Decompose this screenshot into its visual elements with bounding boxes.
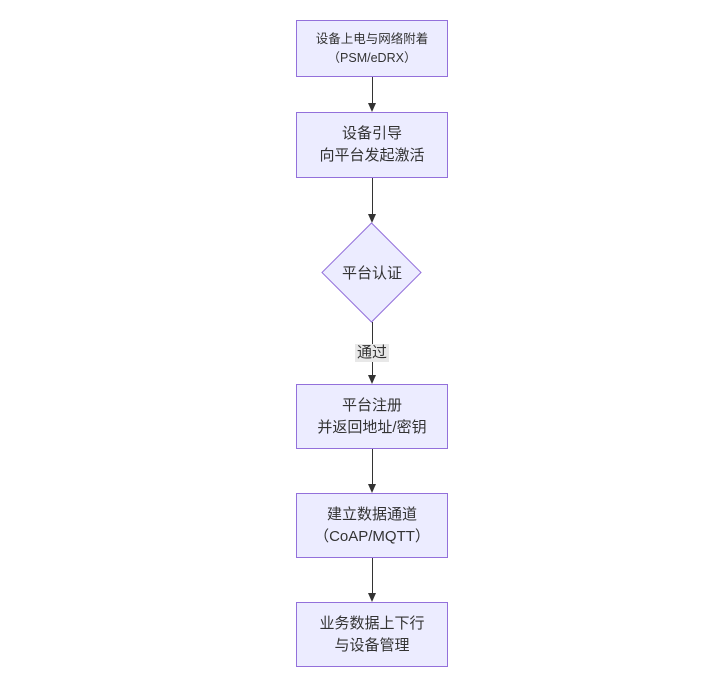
decision-platform-auth-label: 平台认证: [341, 265, 402, 282]
edge-d-e-arrowhead-icon: [368, 484, 376, 493]
edge-a-b-line: [372, 77, 373, 104]
edge-c-d-arrowhead-icon: [368, 375, 376, 384]
node-data-channel: 建立数据通道 （CoAP/MQTT）: [296, 493, 448, 558]
node-power-network-attach-line2: （PSM/eDRX）: [327, 50, 417, 65]
edge-label-pass: 通过: [354, 344, 390, 362]
node-business-data: 业务数据上下行 与设备管理: [296, 602, 448, 667]
node-platform-register: 平台注册 并返回地址/密钥: [296, 384, 448, 449]
node-power-network-attach-line1: 设备上电与网络附着: [315, 31, 429, 46]
node-device-bootstrap-line1: 设备引导: [341, 125, 402, 142]
node-data-channel-line1: 建立数据通道: [326, 505, 417, 523]
node-power-network-attach: 设备上电与网络附着 （PSM/eDRX）: [296, 20, 448, 77]
edge-a-b-arrowhead-icon: [368, 103, 376, 112]
node-data-channel-line2: （CoAP/MQTT）: [314, 527, 430, 545]
edge-b-c-line: [372, 178, 373, 214]
node-platform-register-line1: 平台注册: [341, 396, 402, 414]
edge-d-e-line: [372, 449, 373, 484]
node-business-data-line1: 业务数据上下行: [319, 614, 425, 632]
edge-b-c-arrowhead-icon: [368, 214, 376, 223]
edge-e-f-arrowhead-icon: [368, 593, 376, 602]
node-device-bootstrap: 设备引导 向平台发起激活: [296, 112, 448, 178]
node-business-data-line2: 与设备管理: [334, 636, 410, 654]
node-device-bootstrap-line2: 向平台发起激活: [319, 147, 425, 164]
node-platform-register-line2: 并返回地址/密钥: [317, 418, 427, 436]
edge-e-f-line: [372, 558, 373, 593]
